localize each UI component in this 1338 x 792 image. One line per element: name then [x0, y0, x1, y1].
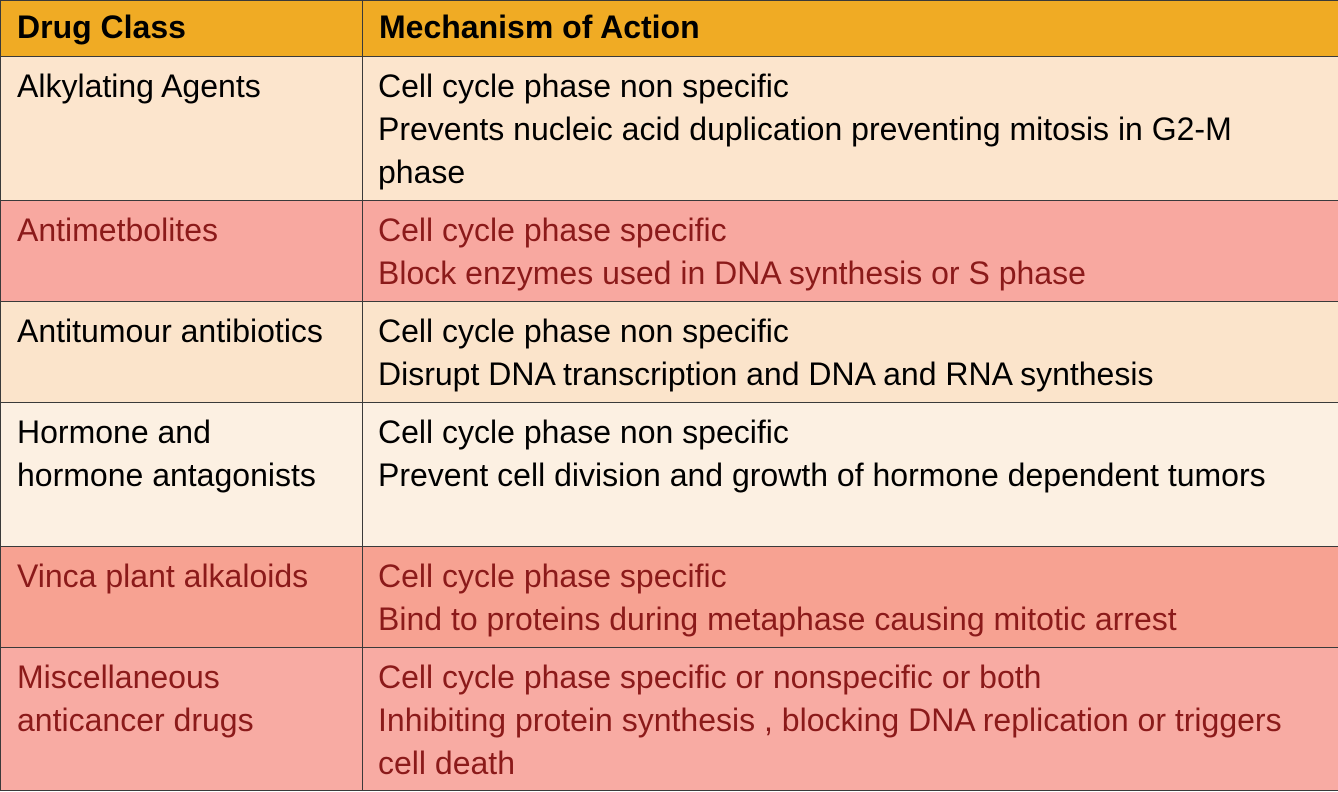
phase-specificity-text: Cell cycle phase non specific [378, 414, 789, 450]
phase-specificity-text: Cell cycle phase specific [378, 558, 727, 594]
mechanism-cell: Cell cycle phase specific Block enzymes … [362, 200, 1338, 302]
header-drug-class: Drug Class [0, 0, 363, 57]
table-header-row: Drug Class Mechanism of Action [0, 0, 1338, 57]
table-row: Hormone and hormone antagonists Cell cyc… [0, 402, 1338, 547]
phase-specificity-text: Cell cycle phase non specific [378, 68, 789, 104]
phase-specificity-text: Cell cycle phase non specific [378, 313, 789, 349]
mechanism-text: Block enzymes used in DNA synthesis or S… [378, 255, 1086, 291]
mechanism-text: Bind to proteins during metaphase causin… [378, 601, 1177, 637]
table-row: Antimetbolites Cell cycle phase specific… [0, 200, 1338, 302]
mechanism-text: Prevent cell division and growth of horm… [378, 457, 1266, 493]
drug-class-cell: Miscellaneous anticancer drugs [0, 647, 363, 791]
phase-specificity-text: Cell cycle phase specific or nonspecific… [378, 659, 1042, 695]
mechanism-cell: Cell cycle phase specific or nonspecific… [362, 647, 1338, 791]
drug-class-cell: Hormone and hormone antagonists [0, 402, 363, 547]
table-row: Vinca plant alkaloids Cell cycle phase s… [0, 546, 1338, 648]
table-row: Antitumour antibiotics Cell cycle phase … [0, 301, 1338, 403]
drug-class-cell: Antimetbolites [0, 200, 363, 302]
mechanism-cell: Cell cycle phase specific Bind to protei… [362, 546, 1338, 648]
mechanism-cell: Cell cycle phase non specific Prevents n… [362, 56, 1338, 201]
table-row: Alkylating Agents Cell cycle phase non s… [0, 56, 1338, 201]
drug-class-cell: Antitumour antibiotics [0, 301, 363, 403]
drug-class-cell: Alkylating Agents [0, 56, 363, 201]
mechanism-text: Disrupt DNA transcription and DNA and RN… [378, 356, 1154, 392]
drug-class-cell: Vinca plant alkaloids [0, 546, 363, 648]
header-mechanism-of-action: Mechanism of Action [362, 0, 1338, 57]
mechanism-text: Prevents nucleic acid duplication preven… [378, 111, 1232, 190]
mechanism-text: Inhibiting protein synthesis , blocking … [378, 702, 1282, 781]
mechanism-cell: Cell cycle phase non specific Disrupt DN… [362, 301, 1338, 403]
table-row: Miscellaneous anticancer drugs Cell cycl… [0, 647, 1338, 791]
mechanism-cell: Cell cycle phase non specific Prevent ce… [362, 402, 1338, 547]
phase-specificity-text: Cell cycle phase specific [378, 212, 727, 248]
